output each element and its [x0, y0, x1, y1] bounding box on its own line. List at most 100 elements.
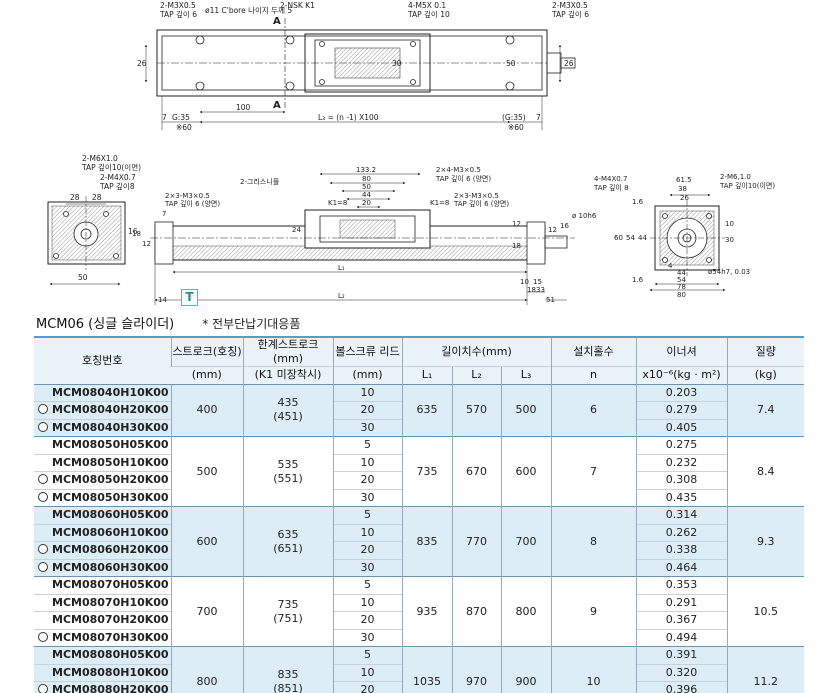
lead-cell: 20	[332, 401, 402, 419]
l1-cell: 635	[401, 383, 452, 437]
lead-cell: 30	[332, 558, 402, 577]
th-mass-unit: (kg)	[726, 366, 805, 384]
model-cell: MCM08060H05K00	[34, 506, 171, 524]
limit-stroke-cell: 435(451)	[242, 383, 333, 437]
model-code: MCM08060H10K00	[52, 525, 169, 539]
inertia-cell: 0.405	[635, 418, 728, 437]
t-badge-icon: T	[181, 289, 198, 306]
lead-cell: 20	[332, 541, 402, 559]
model-cell: MCM08070H30K00	[34, 628, 171, 647]
model-code: MCM08060H05K00	[52, 508, 169, 522]
top-tap-left-depth: TAP 깊이 6	[159, 9, 197, 19]
top-l3: L₃ = (n -1) X100	[318, 113, 379, 122]
model-code: MCM08070H10K00	[52, 595, 169, 609]
lead-cell: 5	[332, 506, 402, 524]
model-cell: MCM08060H30K00	[34, 558, 171, 577]
inertia-cell: 0.203	[635, 383, 728, 402]
top-g35-right: (G:35)	[502, 113, 526, 122]
side-tap-b-depth: TAP 깊이 6 (양면)	[435, 174, 491, 183]
model-code: MCM08050H20K00	[52, 473, 169, 487]
inertia-cell: 0.320	[635, 663, 728, 682]
limit-stroke: 435	[277, 396, 299, 410]
side-view	[150, 172, 575, 305]
end-view-left	[47, 196, 126, 286]
limit-stroke-k1: (551)	[273, 471, 303, 485]
inertia-cell: 0.396	[635, 681, 728, 693]
inertia-cell: 0.353	[635, 576, 728, 594]
th-stroke-unit: (mm)	[171, 366, 243, 384]
inertia-cell: 0.338	[635, 541, 728, 559]
top-tap-left: 2-M3X0.5	[160, 1, 196, 10]
left-dim-28b: 28	[92, 193, 102, 202]
top-dim-30: 30	[392, 59, 402, 68]
lead-cell: 30	[332, 488, 402, 507]
th-inertia: 이너셔	[635, 336, 728, 367]
top-x60-left: ※60	[176, 123, 192, 132]
inertia-cell: 0.494	[635, 628, 728, 647]
l2-cell: 970	[451, 646, 501, 693]
model-code: MCM08040H20K00	[52, 403, 169, 417]
model-code: MCM08060H20K00	[52, 543, 169, 557]
inertia-cell: 0.391	[635, 646, 728, 664]
side-dim-24: 24	[292, 226, 301, 234]
model-code: MCM08060H30K00	[52, 560, 169, 574]
th-l1: L₁	[401, 366, 452, 384]
right-tap-a-depth: TAP 깊이 8	[593, 183, 629, 192]
th-mount-n: n	[550, 366, 637, 384]
side-dim-12b: 12	[512, 220, 521, 228]
limit-stroke-cell: 835(851)	[242, 646, 333, 693]
lead-cell: 30	[332, 418, 402, 437]
side-dim-16: 16	[560, 222, 569, 230]
side-tap-c: 2×3-M3×0.5	[454, 192, 499, 200]
limit-stroke-k1: (651)	[273, 541, 303, 555]
lead-cell: 5	[332, 576, 402, 594]
limit-stroke-cell: 535(551)	[242, 436, 333, 507]
model-cell: MCM08070H20K00	[34, 611, 171, 629]
side-dim-18: 18	[132, 230, 141, 238]
quick-delivery-circle-icon	[38, 421, 48, 432]
model-cell: MCM08080H05K00	[34, 646, 171, 664]
lead-cell: 10	[332, 663, 402, 682]
inertia-cell: 0.279	[635, 401, 728, 419]
th-l3: L₃	[500, 366, 552, 384]
stroke-cell: 800	[170, 646, 243, 693]
limit-stroke-k1: (851)	[273, 681, 303, 693]
lead-cell: 5	[332, 646, 402, 664]
model-code: MCM08080H10K00	[52, 665, 169, 679]
side-tap-a-depth: TAP 깊이 6 (양면)	[164, 199, 220, 208]
page-title: MCM06 (싱글 슬라이더)	[36, 317, 175, 332]
right-dim-4: 4	[668, 262, 673, 270]
side-l1: L₁	[338, 264, 345, 272]
th-limit: 한계스트로크(mm)	[242, 336, 333, 367]
l1-cell: 1035	[401, 646, 452, 693]
top-dim-26-right: 26	[564, 59, 574, 68]
side-grease: 2-그리스니플	[240, 177, 280, 186]
model-code: MCM08040H10K00	[52, 385, 169, 399]
inertia-cell: 0.314	[635, 506, 728, 524]
mount-holes-cell: 8	[550, 506, 637, 577]
model-code: MCM08040H30K00	[52, 420, 169, 434]
right-dim-10: 10	[725, 220, 734, 228]
right-dim-16a: 1.6	[632, 198, 644, 206]
left-dim-50: 50	[78, 273, 88, 282]
th-inertia-unit: x10⁻⁶(kg · m²)	[635, 366, 728, 384]
top-dim-100: 100	[236, 103, 251, 112]
mass-cell: 8.4	[726, 436, 805, 507]
top-tap-right-depth: TAP 깊이 6	[551, 9, 589, 19]
l1-cell: 835	[401, 506, 452, 577]
side-l2: L₂	[338, 292, 345, 300]
limit-stroke-k1: (451)	[273, 410, 303, 424]
side-dim-51: 51	[546, 296, 555, 304]
right-dim-54: 54	[626, 234, 635, 242]
side-dim-14: 14	[158, 296, 167, 304]
th-limit-note: (K1 미장착시)	[242, 366, 333, 384]
model-code: MCM08050H30K00	[52, 490, 169, 504]
mass-cell: 9.3	[726, 506, 805, 577]
model-code: MCM08050H10K00	[52, 455, 169, 469]
limit-stroke-cell: 735(751)	[242, 576, 333, 647]
l2-cell: 770	[451, 506, 501, 577]
quick-delivery-circle-icon	[38, 474, 48, 485]
